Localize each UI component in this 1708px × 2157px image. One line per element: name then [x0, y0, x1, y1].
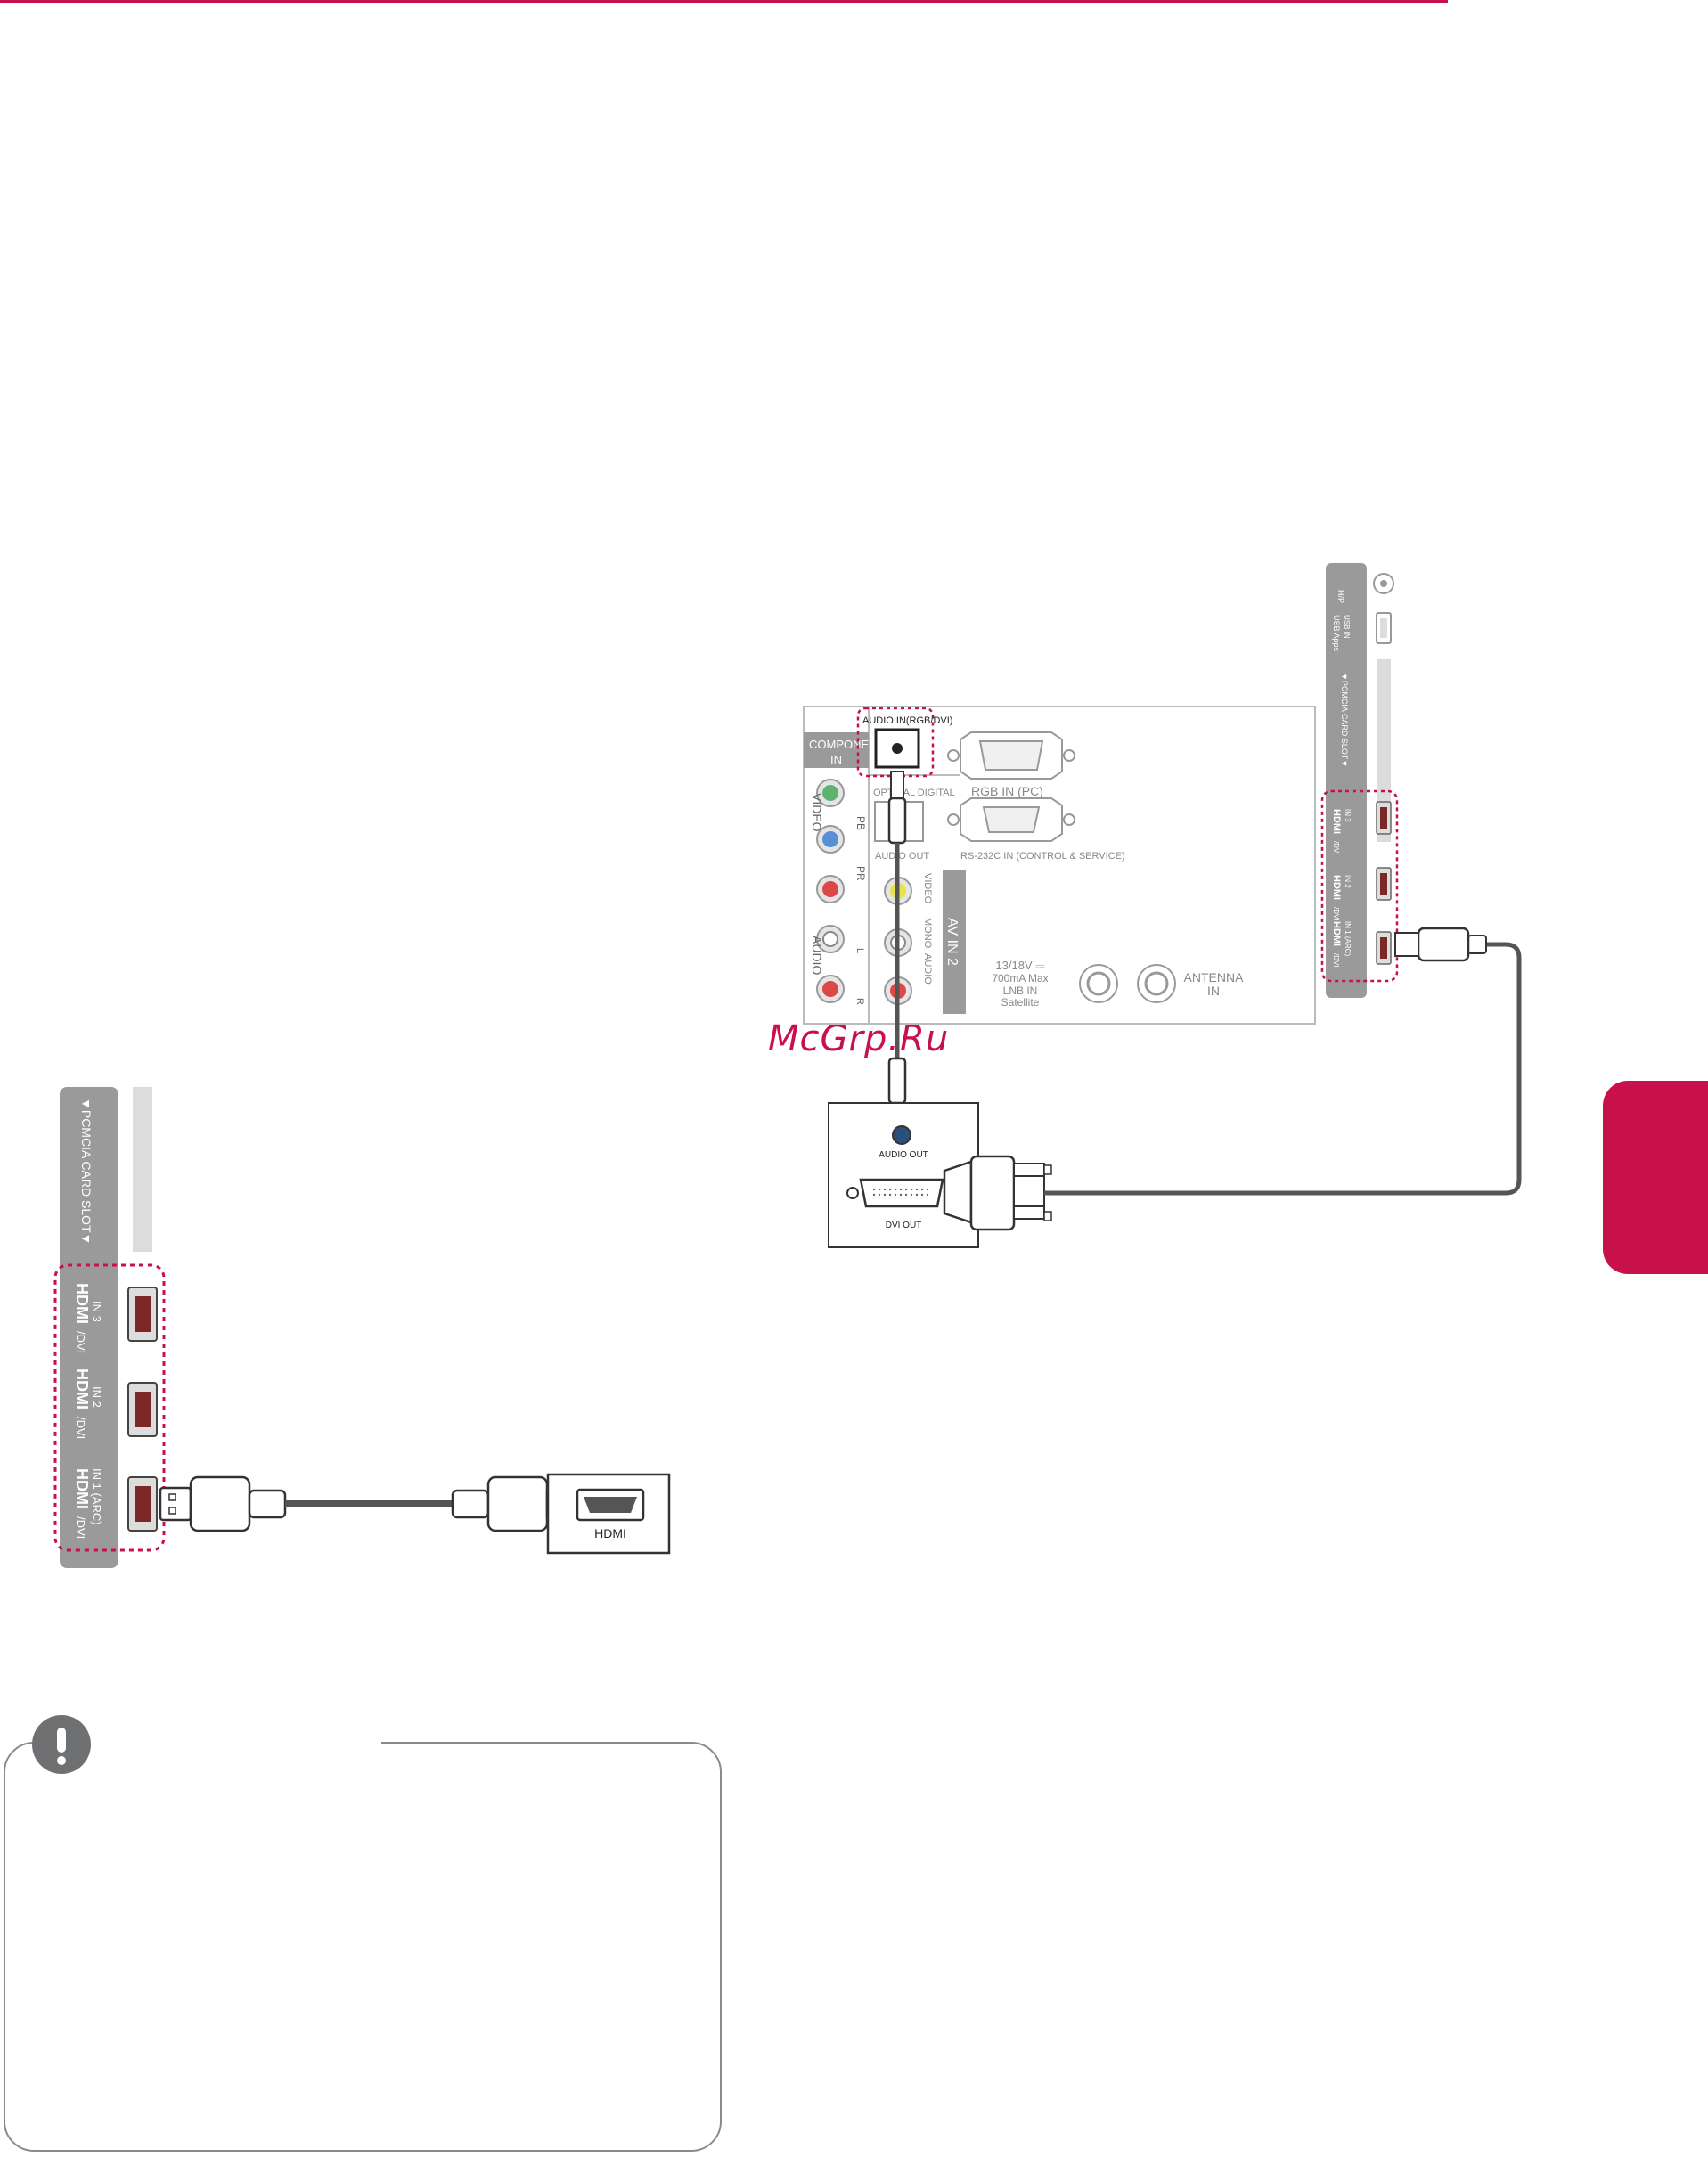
- left-hdmi-suffix-3: /DVI: [74, 1331, 87, 1353]
- watermark: McGrp.Ru: [768, 1018, 950, 1059]
- headphone-jack-icon: [1373, 573, 1394, 594]
- jack-green: [822, 785, 838, 801]
- rear-panel: COMPONENT IN VIDEO PB PR AUDIO L R: [803, 706, 1316, 1025]
- component-label: COMPONENT: [809, 738, 885, 751]
- rgb-port: [960, 731, 1063, 780]
- av-mono-label: MONO: [922, 918, 933, 949]
- audio-vertical-label: AUDIO: [810, 936, 824, 975]
- hdmi-brand-3: HDMI: [1331, 809, 1342, 834]
- audio-in-label: AUDIO IN(RGB/DVI): [862, 715, 952, 726]
- antenna-line1: ANTENNA: [1184, 970, 1245, 985]
- jack-blue: [822, 831, 838, 847]
- rs232-port: [960, 797, 1063, 842]
- lnb-line4: Satellite: [1001, 996, 1040, 1009]
- left-device-label: HDMI: [594, 1526, 626, 1540]
- left-hdmi-suffix-2: /DVI: [74, 1417, 87, 1439]
- usb-sub-label: USB IN: [1343, 615, 1351, 639]
- audio-out-label: AUDIO OUT: [875, 851, 929, 862]
- jack-red: [822, 881, 838, 897]
- lnb-line1: 13/18V ⎓: [995, 959, 1044, 972]
- optical-label: OPTICAL DIGITAL: [873, 788, 955, 798]
- audio-out-jack: [892, 1125, 911, 1145]
- pr-label: PR: [854, 866, 867, 881]
- hp-label: H/P: [1336, 590, 1345, 603]
- device-dvi-out-label: DVI OUT: [886, 1221, 922, 1230]
- left-hdmi-sub-2: IN 2: [90, 1386, 103, 1408]
- lnb-line3: LNB IN: [1003, 985, 1038, 997]
- l-label: L: [854, 948, 865, 953]
- r-label: R: [854, 998, 865, 1005]
- left-hdmi-sub-3: IN 3: [90, 1301, 103, 1322]
- left-hdmi-sub-1: IN 1 (ARC): [90, 1468, 103, 1525]
- hdmi-sub-3: IN 3: [1344, 809, 1352, 822]
- rgb-in-label: RGB IN (PC): [971, 784, 1043, 798]
- side-panel: H/P USB Apps USB IN ▼PCMCIA CARD SLOT▼ H…: [1320, 563, 1399, 998]
- exclamation-icon: [32, 1715, 91, 1774]
- hdmi-suffix-1: /DVI: [1332, 953, 1340, 968]
- jack-white: [822, 931, 838, 947]
- hdmi-sub-1: IN 1 (ARC): [1344, 921, 1352, 956]
- hdmi-highlight: [1320, 789, 1399, 983]
- hdmi-brand-1: HDMI: [1331, 921, 1342, 946]
- video-vertical-label: VIDEO: [810, 793, 824, 832]
- left-hdmi-suffix-1: /DVI: [74, 1516, 87, 1539]
- left-hdmi-brand-2: HDMI: [73, 1369, 91, 1409]
- pb-label: PB: [854, 816, 867, 830]
- chapter-tab: [1603, 1081, 1708, 1274]
- left-hdmi-highlight: [53, 1263, 166, 1552]
- note-box-gap: [61, 1732, 381, 1746]
- component-in-label: IN: [830, 753, 842, 766]
- pc-device: AUDIO OUT DVI OUT: [828, 1102, 979, 1248]
- note-box: [4, 1742, 722, 2152]
- left-hdmi-brand-1: HDMI: [73, 1468, 91, 1509]
- antenna-jack: [1137, 964, 1176, 1003]
- left-slot-label: ▼PCMCIA CARD SLOT▼: [79, 1098, 94, 1245]
- audio-in-jack: [892, 743, 903, 754]
- lnb-jack: [1079, 964, 1118, 1003]
- jack-red-2: [822, 981, 838, 997]
- left-hdmi-cable: [159, 1475, 579, 1532]
- usb-port-icon: [1376, 612, 1392, 644]
- usb-label: USB Apps: [1332, 615, 1341, 652]
- left-hdmi-brand-3: HDMI: [73, 1283, 91, 1324]
- left-side-panel: ▼PCMCIA CARD SLOT▼ HDMI /DVI IN 3 HDMI /…: [53, 1087, 166, 1568]
- hdmi-suffix-3: /DVI: [1332, 841, 1340, 855]
- av-audio-label: AUDIO: [922, 953, 933, 985]
- hdmi-sub-2: IN 2: [1344, 875, 1352, 888]
- rs232-label: RS-232C IN (CONTROL & SERVICE): [960, 851, 1125, 862]
- slot-label: ▼PCMCIA CARD SLOT▼: [1340, 673, 1349, 767]
- device-audio-out-label: AUDIO OUT: [879, 1150, 928, 1160]
- hdmi-suffix-2: /DVI: [1332, 907, 1340, 921]
- lnb-line2: 700mA Max: [992, 972, 1048, 985]
- antenna-line2: IN: [1207, 984, 1220, 998]
- dvi-hdmi-cable: [943, 927, 1522, 1231]
- header-rule: [0, 0, 1448, 3]
- hdmi-brand-2: HDMI: [1331, 875, 1342, 900]
- av-in2-label: AV IN 2: [944, 918, 960, 966]
- av-video-label: VIDEO: [922, 873, 933, 904]
- left-hdmi-device: HDMI: [546, 1473, 671, 1555]
